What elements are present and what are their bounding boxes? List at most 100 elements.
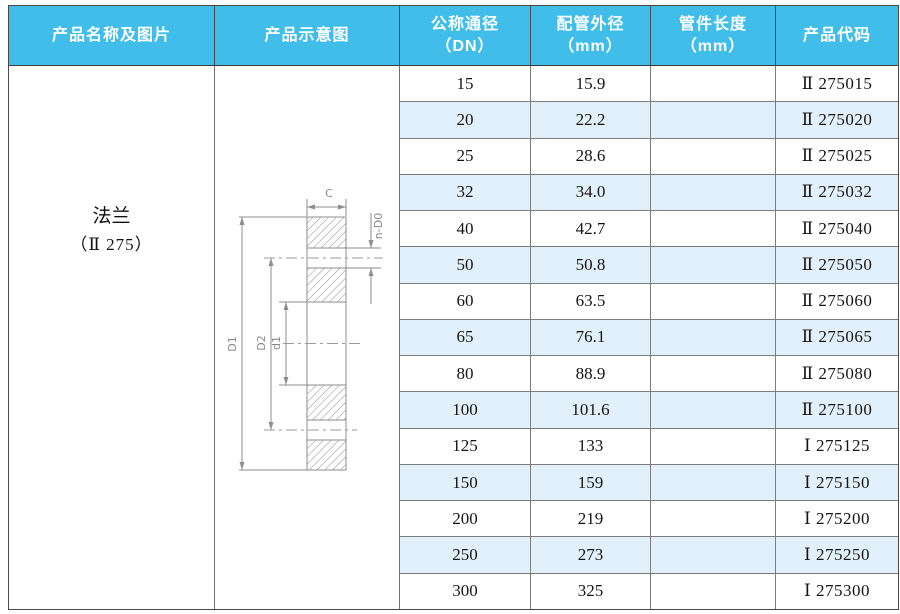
header-label: 产品名称及图片 — [51, 26, 171, 44]
cell-product-code: Ⅱ 275060 — [801, 291, 873, 311]
dim-label-d1-outer: D1 — [226, 336, 239, 351]
flange-cross-section-diagram: C n-D0 D1 D2 d1 — [226, 187, 385, 471]
header-dn-col: 公称通径 （DN） — [400, 6, 531, 65]
cell-pipe-od: 101.6 — [531, 392, 651, 428]
product-model: （Ⅱ 275） — [70, 235, 153, 255]
cell-nominal-diameter: 300 — [400, 573, 531, 609]
cell-pipe-od: 325 — [531, 573, 651, 609]
product-name-cell: 法兰 （Ⅱ 275） — [9, 66, 215, 609]
cell-product-code: Ⅱ 275015 — [801, 73, 873, 93]
cell-product-code: Ⅱ 275050 — [801, 254, 873, 274]
cell-nominal-diameter: 32 — [400, 174, 531, 211]
cell-pipe-od: 22.2 — [531, 102, 651, 138]
header-sublabel: （mm） — [558, 37, 623, 55]
flange-section-bottom — [306, 439, 347, 471]
cell-nominal-diameter: 50 — [400, 247, 531, 283]
flange-section-lower — [306, 384, 347, 421]
cell-nominal-diameter: 80 — [400, 356, 531, 392]
table-row: 15 15.9 Ⅱ 275015 — [400, 66, 898, 103]
table-row: 20 22.2 Ⅱ 275020 — [400, 102, 898, 139]
cell-product-code: Ⅱ 275080 — [801, 363, 873, 383]
cell-product-code: Ⅱ 275032 — [801, 182, 873, 202]
table-row: 300 325 Ⅰ 275300 — [400, 573, 898, 609]
cell-fitting-length — [651, 501, 776, 537]
header-pipe-od-col: 配管外径 （mm） — [531, 6, 651, 65]
cell-pipe-od: 88.9 — [531, 356, 651, 392]
cell-nominal-diameter: 60 — [400, 283, 531, 319]
cell-product-code: Ⅱ 275040 — [801, 218, 873, 238]
cell-pipe-od: 273 — [531, 537, 651, 573]
header-label: 公称通径 — [430, 15, 499, 33]
cell-fitting-length — [651, 464, 776, 501]
cell-nominal-diameter: 20 — [400, 102, 531, 138]
header-label: 管件长度 — [678, 15, 747, 33]
header-code-col: 产品代码 — [776, 6, 898, 65]
cell-pipe-od: 76.1 — [531, 319, 651, 356]
cell-product-code: Ⅰ 275150 — [804, 472, 870, 492]
product-name: 法兰 — [92, 206, 131, 227]
cell-pipe-od: 28.6 — [531, 138, 651, 174]
cell-product-code: Ⅱ 275065 — [801, 327, 873, 347]
cell-product-code: Ⅰ 275250 — [804, 545, 870, 565]
table-row: 32 34.0 Ⅱ 275032 — [400, 174, 898, 212]
cell-nominal-diameter: 25 — [400, 138, 531, 174]
cell-nominal-diameter: 40 — [400, 211, 531, 247]
cell-product-code: Ⅰ 275200 — [804, 508, 870, 528]
table-header-row: 产品名称及图片 产品示意图 公称通径 （DN） 配管外径 （mm） 管件长度 （… — [9, 6, 898, 66]
dim-label-d2: D2 — [255, 335, 268, 350]
cell-nominal-diameter: 250 — [400, 537, 531, 573]
cell-pipe-od: 15.9 — [531, 66, 651, 102]
cell-fitting-length — [651, 319, 776, 356]
cell-product-code: Ⅰ 275300 — [804, 581, 870, 601]
cell-pipe-od: 34.0 — [531, 174, 651, 211]
table-body: 法兰 （Ⅱ 275） — [9, 66, 898, 609]
cell-pipe-od: 133 — [531, 428, 651, 464]
cell-pipe-od: 219 — [531, 501, 651, 537]
header-sublabel: （DN） — [435, 37, 495, 55]
header-sublabel: （mm） — [680, 37, 746, 55]
cell-fitting-length — [651, 102, 776, 138]
cell-nominal-diameter: 125 — [400, 428, 531, 464]
table-row: 100 101.6 Ⅱ 275100 — [400, 392, 898, 429]
cell-fitting-length — [651, 247, 776, 283]
cell-pipe-od: 50.8 — [531, 247, 651, 283]
cell-fitting-length — [651, 283, 776, 319]
cell-fitting-length — [651, 66, 776, 102]
cell-product-code: Ⅰ 275125 — [804, 436, 870, 456]
cell-fitting-length — [651, 573, 776, 609]
cell-fitting-length — [651, 211, 776, 247]
table-row: 65 76.1 Ⅱ 275065 — [400, 319, 898, 357]
flange-section-upper — [306, 267, 347, 303]
cell-product-code: Ⅱ 275100 — [801, 400, 873, 420]
dimension-arrowheads — [239, 204, 374, 470]
cell-pipe-od: 159 — [531, 464, 651, 501]
table-row: 200 219 Ⅰ 275200 — [400, 501, 898, 538]
cell-nominal-diameter: 100 — [400, 392, 531, 428]
flange-section-top — [306, 216, 347, 249]
header-label: 产品示意图 — [264, 26, 350, 44]
dim-label-d1-bore: d1 — [270, 336, 283, 350]
table-row: 150 159 Ⅰ 275150 — [400, 464, 898, 502]
table-row: 250 273 Ⅰ 275250 — [400, 537, 898, 574]
cell-fitting-length — [651, 174, 776, 211]
cell-nominal-diameter: 200 — [400, 501, 531, 537]
cell-nominal-diameter: 65 — [400, 319, 531, 356]
cell-fitting-length — [651, 428, 776, 464]
header-diagram-col: 产品示意图 — [215, 6, 400, 65]
cell-fitting-length — [651, 138, 776, 174]
table-row: 60 63.5 Ⅱ 275060 — [400, 283, 898, 320]
product-diagram-cell: C n-D0 D1 D2 d1 — [215, 66, 400, 609]
cell-fitting-length — [651, 537, 776, 573]
cell-product-code: Ⅱ 275020 — [801, 109, 873, 129]
table-row: 25 28.6 Ⅱ 275025 — [400, 138, 898, 175]
header-product-name-col: 产品名称及图片 — [9, 6, 215, 65]
cell-pipe-od: 42.7 — [531, 211, 651, 247]
cell-nominal-diameter: 15 — [400, 66, 531, 102]
dim-label-c: C — [325, 187, 333, 200]
cell-fitting-length — [651, 356, 776, 392]
table-row: 50 50.8 Ⅱ 275050 — [400, 247, 898, 284]
product-spec-table: 产品名称及图片 产品示意图 公称通径 （DN） 配管外径 （mm） 管件长度 （… — [8, 5, 899, 610]
table-row: 80 88.9 Ⅱ 275080 — [400, 356, 898, 393]
cell-pipe-od: 63.5 — [531, 283, 651, 319]
header-label: 产品代码 — [802, 26, 871, 44]
